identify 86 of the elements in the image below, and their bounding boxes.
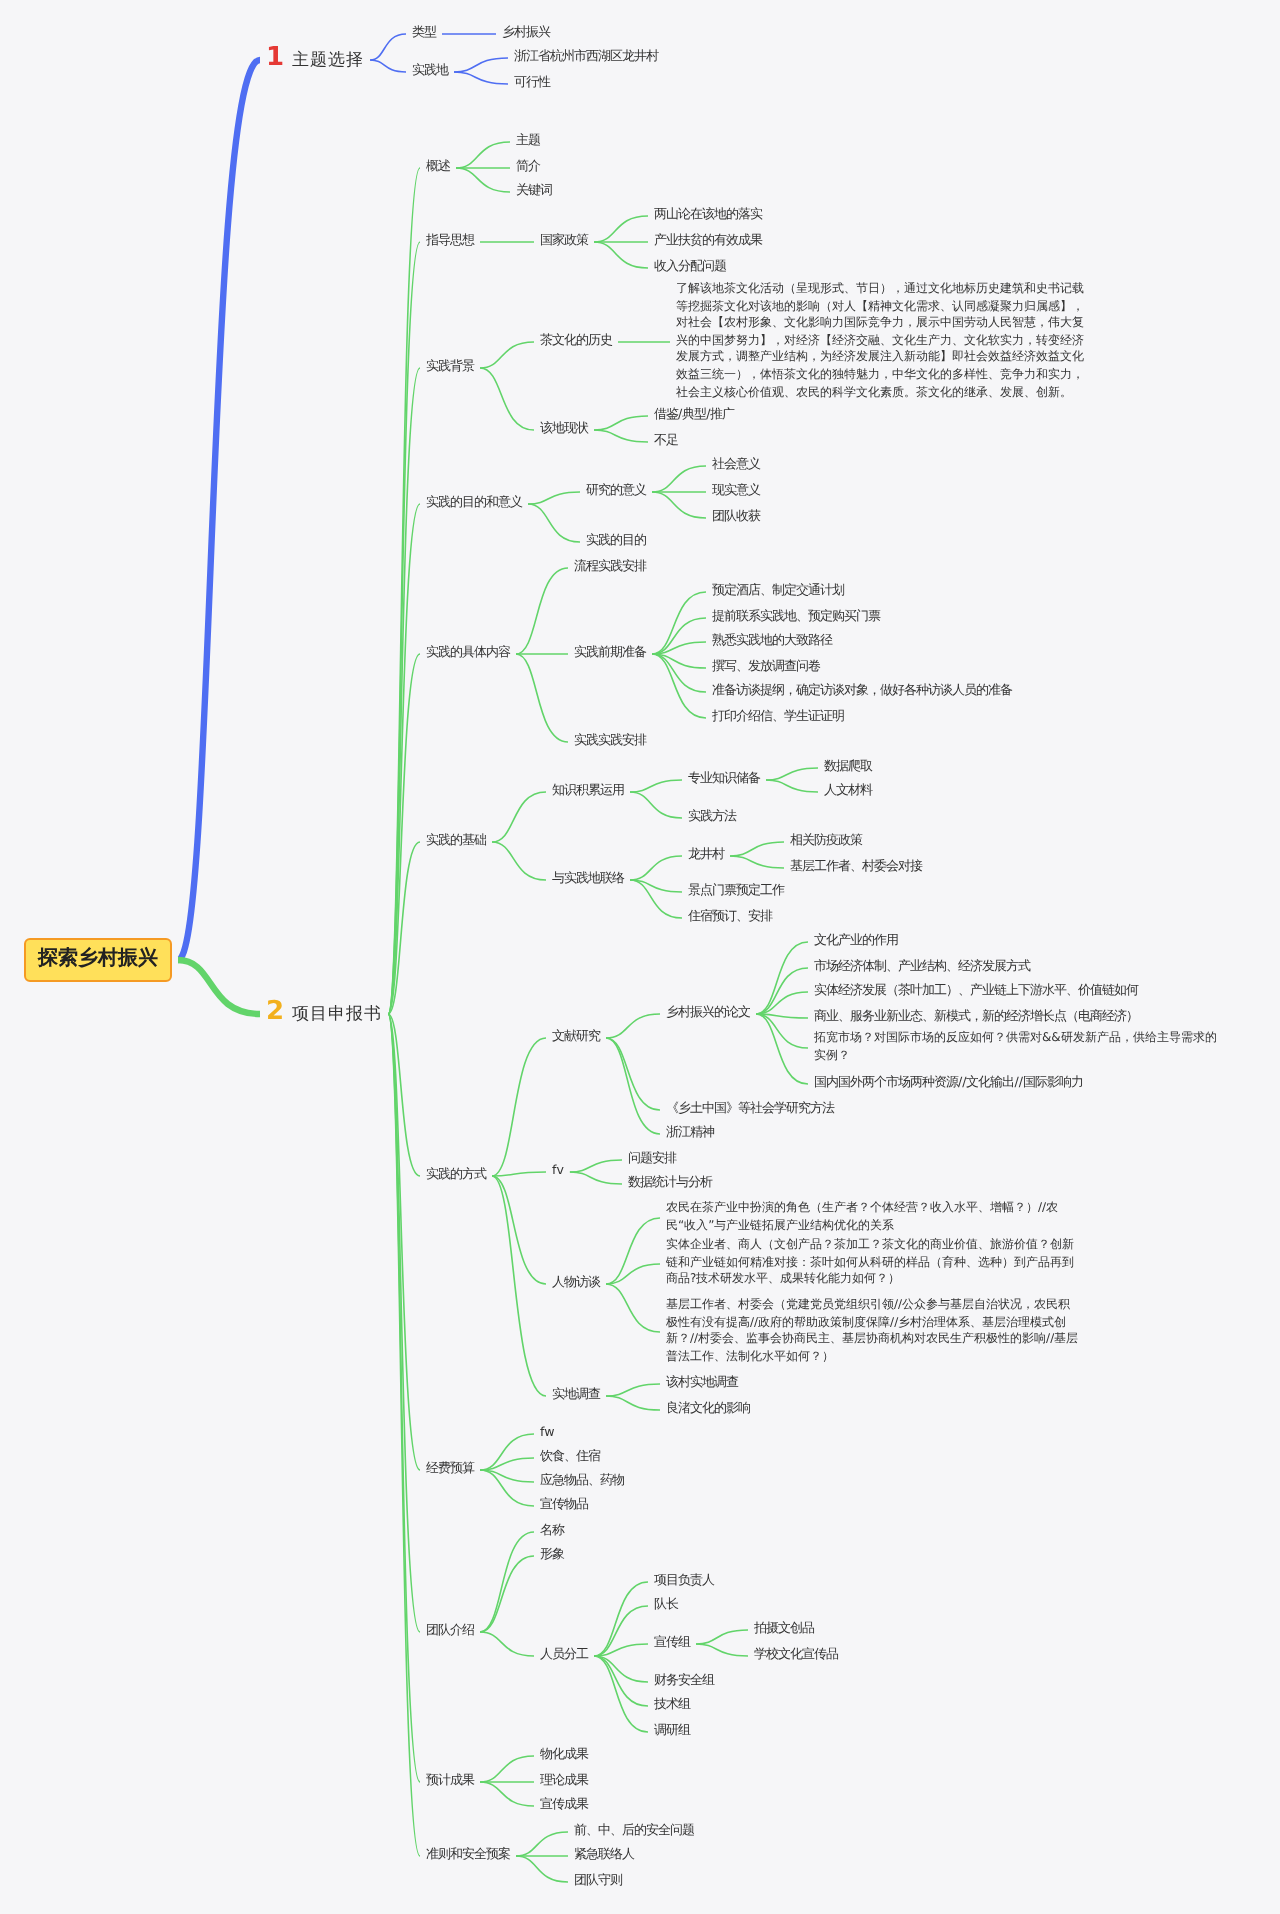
- branch-line: [479, 367, 535, 431]
- branch-line: [593, 1581, 649, 1657]
- branch-line: [755, 1013, 809, 1049]
- branch-line: [651, 591, 707, 655]
- branch-number: 2: [266, 997, 285, 1027]
- branch-line: [479, 341, 535, 369]
- branch-line: [765, 779, 819, 793]
- branch-line: [593, 1655, 649, 1707]
- branch-line: [629, 855, 683, 881]
- branch-line: [651, 653, 707, 669]
- branch-line: [593, 1643, 649, 1657]
- branch-line: [479, 1469, 535, 1507]
- branch-line: [515, 1855, 569, 1883]
- branch-line: [605, 1283, 661, 1333]
- branch-line: [651, 617, 707, 655]
- branch-line: [387, 367, 421, 1015]
- branch-line: [755, 1013, 809, 1019]
- branch-line: [479, 1781, 535, 1807]
- branch-line: [491, 1175, 547, 1285]
- branch-line: [605, 1383, 661, 1397]
- branch-number: 1: [266, 43, 285, 73]
- branch-line: [651, 491, 707, 493]
- branch-line: [479, 241, 535, 243]
- branch-line: [479, 1781, 535, 1783]
- branch-line: [629, 879, 683, 893]
- branch-line: [479, 1433, 535, 1471]
- branch-line: [455, 167, 511, 193]
- branch-line: [629, 779, 683, 793]
- branch-line: [387, 653, 421, 1015]
- branch-line: [605, 1263, 661, 1285]
- branch-line: [175, 58, 263, 962]
- branch-line: [387, 1013, 421, 1177]
- branch-line: [387, 1013, 421, 1471]
- branch-line: [569, 1171, 623, 1185]
- branch-line: [755, 941, 809, 1015]
- branch-line: [593, 1655, 649, 1733]
- branch-label: 主题选择: [292, 51, 365, 71]
- branch-line: [605, 1037, 661, 1111]
- branch-label: 项目申报书: [292, 1005, 383, 1025]
- root-topic-box: 探索乡村振兴: [24, 938, 172, 982]
- branch-line: [695, 1643, 749, 1657]
- branch-line: [755, 1013, 809, 1085]
- branch-line: [569, 1159, 623, 1173]
- branch-line: [515, 653, 569, 743]
- branch-line: [455, 167, 511, 169]
- branch-line: [765, 767, 819, 781]
- branch-line: [177, 956, 261, 1018]
- branch-line: [605, 1217, 661, 1285]
- branch-line: [491, 1171, 547, 1177]
- branch-line: [629, 791, 683, 819]
- branch-line: [651, 491, 707, 519]
- branch-line: [593, 1605, 649, 1657]
- branch-line: [651, 653, 707, 693]
- branch-line: [651, 653, 707, 719]
- branch-line: [527, 503, 581, 543]
- branch-line: [491, 791, 547, 843]
- branch-line: [515, 567, 569, 655]
- branch-line: [629, 879, 683, 919]
- branch-line: [527, 491, 581, 505]
- branch-line: [755, 967, 809, 1015]
- branch-line: [479, 1631, 535, 1657]
- branch-line: [491, 1037, 547, 1177]
- branch-line: [515, 653, 569, 655]
- branch-line: [695, 1629, 749, 1645]
- branch-line: [617, 341, 671, 343]
- branch-line: [479, 1531, 535, 1633]
- branch-line: [515, 1855, 569, 1857]
- branch-line: [479, 1469, 535, 1483]
- branch-line: [387, 1013, 421, 1633]
- branch-line: [651, 641, 707, 655]
- branch-line: [605, 1037, 661, 1135]
- branch-line: [441, 33, 497, 35]
- branch-line: [605, 1395, 661, 1411]
- branch-line: [593, 241, 649, 269]
- branch-line: [729, 855, 785, 869]
- branch-line: [369, 33, 407, 61]
- branch-line: [387, 841, 421, 1015]
- branch-line: [479, 1555, 535, 1633]
- branch-line: [369, 59, 407, 73]
- branch-line: [593, 241, 649, 243]
- branch-line: [593, 429, 649, 443]
- branch-line: [491, 841, 547, 881]
- branch-line: [453, 71, 509, 85]
- branch-line: [605, 1013, 661, 1039]
- branch-line: [593, 1655, 649, 1683]
- branch-line: [491, 1175, 547, 1397]
